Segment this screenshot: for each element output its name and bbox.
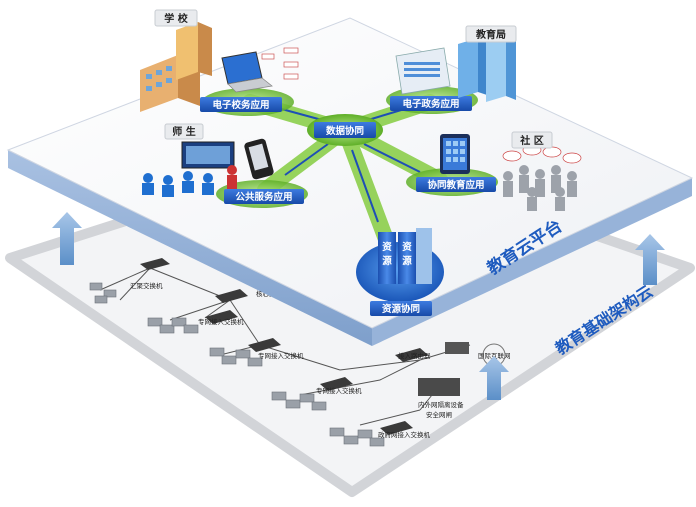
access-switch-icon [320, 377, 353, 391]
platform-edge-left [8, 150, 372, 346]
resource-collab-label: 资源协同 [382, 303, 420, 315]
label-gov-access-switch: 政府网接入交换机 [378, 430, 431, 439]
resource-collab-hub: 资 源 资 源 资源协同 [356, 228, 444, 316]
switch-devices [140, 258, 469, 435]
label-security-gateway: 安全网闸 [426, 410, 452, 419]
app-label-collab-edu: 协同教育应用 [427, 179, 484, 191]
gateway-device-icon [445, 342, 469, 354]
laptop-icon [221, 51, 273, 93]
entity-label-school: 学 校 [164, 12, 188, 25]
access-switch-icon [205, 310, 238, 324]
label-access-router: 接入路由器 [398, 351, 431, 360]
phone-icon [244, 138, 274, 180]
label-isolation-device: 内外网隔离设备 [418, 400, 464, 409]
label-access-switch-1: 专网接入交换机 [198, 317, 244, 326]
pc-clusters [89, 282, 385, 447]
firewall-device-icon [418, 378, 460, 396]
access-switch-icon [248, 338, 281, 352]
resource-tower-side [416, 228, 432, 284]
app-badge-public: 公共服务应用 [216, 180, 308, 208]
aggregation-switch-icon [140, 258, 170, 270]
platform-edge-right [372, 178, 692, 346]
app-badge-school: 电子校务应用 [200, 88, 294, 116]
tablet-icon [440, 134, 470, 174]
layer-arrows [52, 212, 665, 400]
entity-badge-teacher-student [164, 123, 204, 140]
label-internet: 国际互联网 [478, 351, 511, 360]
up-arrow-left-icon [52, 212, 82, 265]
classroom-icon [142, 141, 237, 197]
spoke-arrows [277, 107, 421, 223]
resource-char-1: 资 [382, 241, 392, 253]
entity-label-community: 社 区 [519, 134, 543, 147]
data-collab-label: 数据协同 [325, 125, 364, 137]
cloud-platform-layer: 数据协同 电子校务应用 电子政务应用 公共服务应用 协同教育应用 [6, 9, 694, 346]
resource-char-3: 资 [402, 241, 412, 253]
resource-collab-badge [370, 301, 432, 316]
core-switch-icon [215, 289, 248, 303]
app-label-public: 公共服务应用 [235, 191, 292, 203]
entity-badge-community [511, 131, 553, 149]
entity-badge-edu-bureau [465, 25, 517, 43]
up-arrow-center-icon [479, 356, 509, 400]
label-access-switch-3: 专网接入交换机 [316, 386, 362, 395]
app-badge-collab-edu: 协同教育应用 [406, 168, 498, 196]
label-aggregation-switch: 汇聚交换机 [130, 281, 163, 290]
data-collab-badge [314, 122, 376, 138]
resource-tower-left [378, 232, 396, 284]
flowchart-icon [261, 47, 299, 80]
resource-tower-right [398, 232, 416, 284]
edu-bureau-building-icon [395, 26, 516, 102]
up-arrow-right-icon [635, 234, 665, 285]
entity-label-teacher-student: 师 生 [172, 125, 195, 138]
resource-char-4: 源 [402, 255, 412, 267]
router-icon [395, 348, 428, 362]
label-access-switch-2: 专网接入交换机 [258, 351, 304, 360]
resource-char-2: 源 [382, 255, 392, 267]
access-switch-icon [380, 421, 413, 435]
app-label-gov: 电子政务应用 [402, 98, 459, 110]
entity-label-edu-bureau: 教育局 [475, 28, 506, 41]
school-building-icon [140, 22, 212, 112]
app-label-school: 电子校务应用 [212, 99, 269, 111]
entity-badge-school [154, 9, 198, 27]
